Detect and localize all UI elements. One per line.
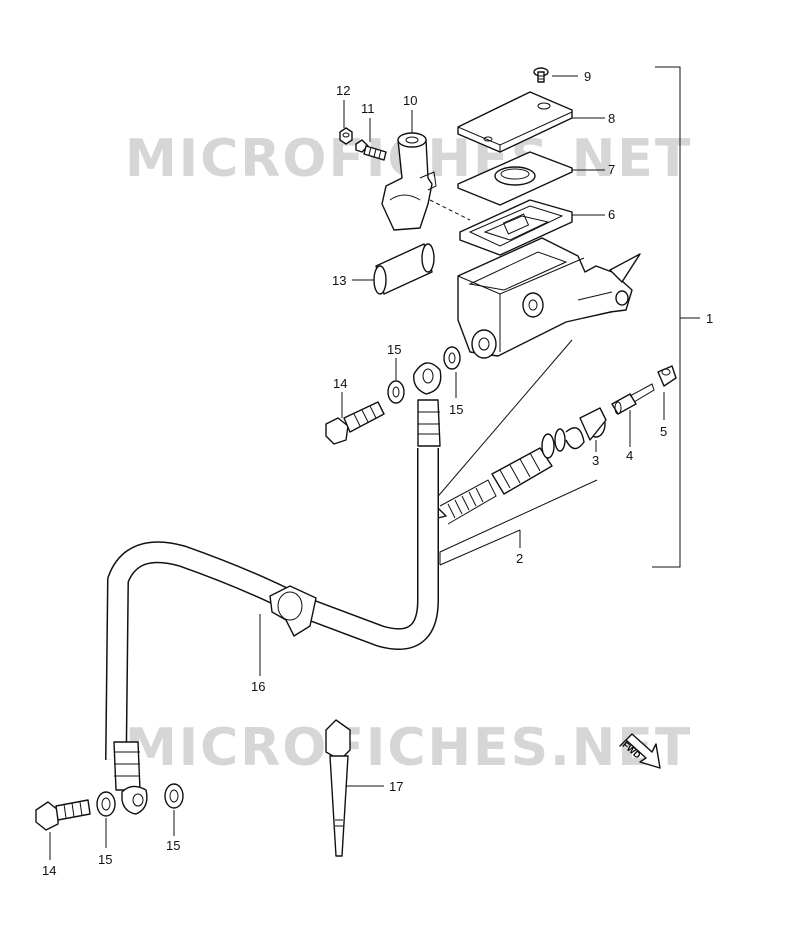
callout-1: 1 — [706, 311, 713, 326]
callout-15-upper-left: 15 — [387, 342, 401, 357]
screw-9 — [533, 67, 578, 83]
callout-15-upper-right: 15 — [449, 402, 463, 417]
callout-8: 8 — [608, 111, 615, 126]
bracket-assembly-1 — [652, 66, 700, 568]
callout-14-lower: 14 — [42, 863, 56, 878]
washer-15-lower-left — [96, 791, 116, 848]
push-rod-4 — [611, 383, 655, 447]
callout-10: 10 — [403, 93, 417, 108]
bolt-11 — [355, 118, 387, 161]
washer-15-upper-left — [387, 358, 405, 404]
callout-15-lower-left: 15 — [98, 852, 112, 867]
callout-6: 6 — [608, 207, 615, 222]
callout-9: 9 — [584, 69, 591, 84]
callout-15-lower-right: 15 — [166, 838, 180, 853]
callout-17: 17 — [389, 779, 403, 794]
washer-15-lower-right — [164, 783, 184, 836]
banjo-bolt-14-lower — [35, 799, 91, 860]
pin-5 — [657, 365, 677, 420]
diaphragm-plate-7 — [457, 151, 605, 206]
callout-16: 16 — [251, 679, 265, 694]
callout-2: 2 — [516, 551, 523, 566]
diaphragm-6 — [459, 199, 605, 256]
callout-3: 3 — [592, 453, 599, 468]
circlip-3 — [565, 407, 607, 452]
master-cylinder-body — [457, 237, 641, 359]
holder-clamp-10 — [381, 110, 437, 231]
callout-12: 12 — [336, 83, 350, 98]
watermark-bottom: MICROFICHES.NET — [125, 718, 692, 778]
callout-11: 11 — [361, 101, 375, 116]
cable-tie-17 — [325, 719, 384, 857]
clutch-hose-16 — [105, 362, 442, 815]
callout-7: 7 — [608, 162, 615, 177]
nut-12 — [339, 100, 353, 145]
washer-15-upper-right — [443, 346, 461, 398]
piston-kit-2 — [429, 428, 566, 525]
cylinder-boot-13 — [352, 243, 435, 295]
callout-4: 4 — [626, 448, 633, 463]
callout-14-upper: 14 — [333, 376, 347, 391]
banjo-bolt-14-upper — [325, 392, 385, 445]
reservoir-cap-8 — [457, 91, 605, 153]
callout-13: 13 — [332, 273, 346, 288]
callout-5: 5 — [660, 424, 667, 439]
bracket-piston-kit-2 — [439, 479, 598, 566]
